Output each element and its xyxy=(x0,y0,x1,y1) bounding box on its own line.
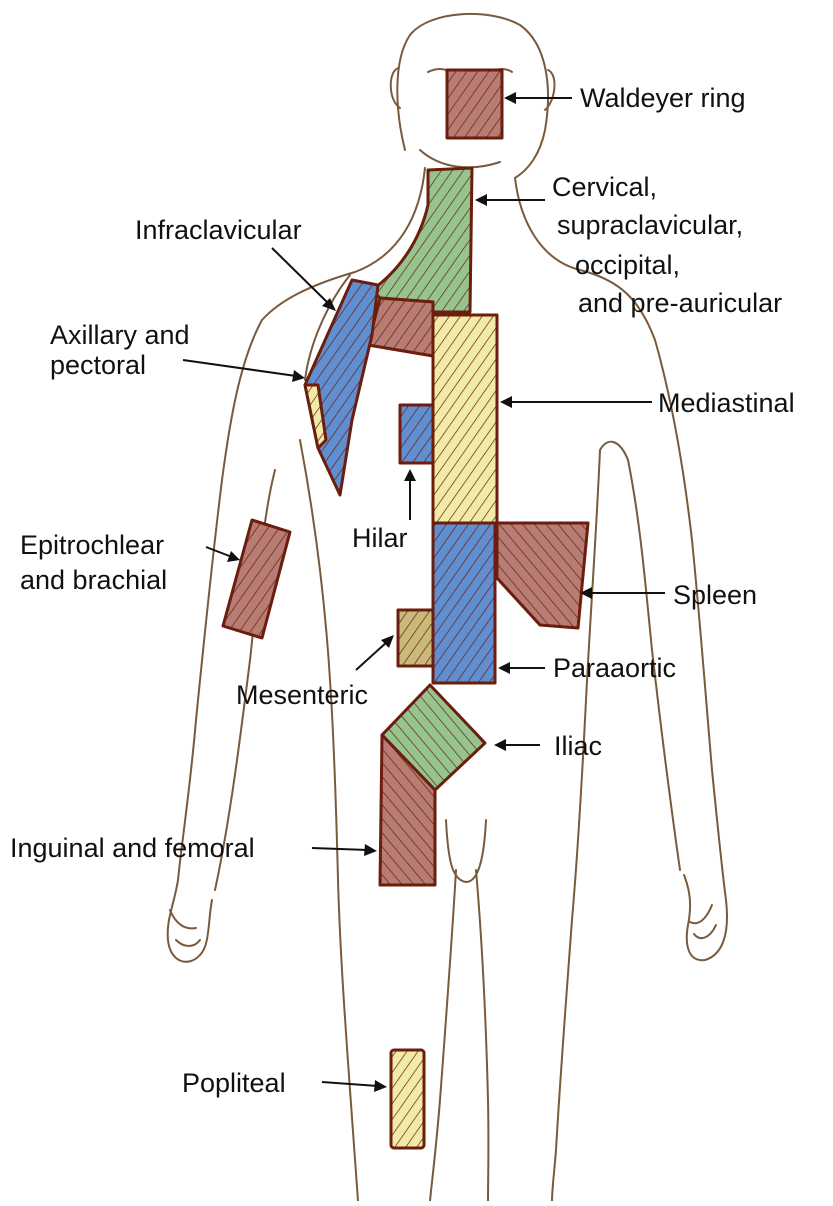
spleen-hatch xyxy=(497,523,588,628)
label-hilar: Hilar xyxy=(352,523,408,554)
label-pectoral: pectoral xyxy=(50,350,146,381)
arrowhead-hilar xyxy=(404,469,416,481)
arrow-inguinal xyxy=(312,848,368,850)
arrow-mesenteric xyxy=(356,641,388,670)
label-popliteal: Popliteal xyxy=(182,1068,286,1099)
mediastinal-hatch xyxy=(433,315,497,523)
arrowhead-mediastinal xyxy=(500,396,512,408)
label-paraaortic: Paraaortic xyxy=(553,653,676,684)
arrowhead-cervical xyxy=(475,194,487,206)
label-pre-auricular: and pre-auricular xyxy=(578,288,782,319)
label-epitrochlear: Epitrochlear xyxy=(20,530,164,561)
crotch xyxy=(446,820,486,882)
label-iliac: Iliac xyxy=(554,731,602,762)
hilar-hatch xyxy=(400,405,433,463)
waldeyer-hatch xyxy=(447,70,502,138)
arrowhead-axillary xyxy=(292,370,305,382)
label-waldeyer-ring: Waldeyer ring xyxy=(580,83,746,114)
hand-fingers xyxy=(170,910,200,946)
arrow-epitrochlear xyxy=(206,547,232,557)
right-hand-fingers xyxy=(690,905,716,938)
label-infraclavicular: Infraclavicular xyxy=(135,215,302,246)
arrow-axillary xyxy=(183,360,296,376)
left-leg-inner xyxy=(430,870,456,1201)
label-spleen: Spleen xyxy=(673,580,757,611)
label-inguinal-femoral: Inguinal and femoral xyxy=(10,833,255,864)
mesenteric-hatch xyxy=(398,610,433,666)
label-occipital: occipital, xyxy=(575,250,680,281)
label-mediastinal: Mediastinal xyxy=(658,388,795,419)
arrowhead-waldeyer xyxy=(504,92,516,104)
epitrochlear-hatch xyxy=(223,520,290,638)
arrow-infraclavicular xyxy=(272,248,330,305)
label-axillary: Axillary and xyxy=(50,320,190,351)
arrowhead-popliteal xyxy=(374,1080,387,1092)
right-leg-inner xyxy=(476,870,488,1201)
arrowhead-iliac xyxy=(494,739,506,751)
paraaortic-hatch xyxy=(433,523,495,683)
left-waist xyxy=(300,440,358,1201)
arrowhead-inguinal xyxy=(364,844,377,856)
label-supraclavicular: supraclavicular, xyxy=(557,210,743,241)
arrowhead-paraaortic xyxy=(498,662,510,674)
label-brachial: and brachial xyxy=(20,565,167,596)
chin xyxy=(420,150,500,167)
label-cervical: Cervical, xyxy=(552,172,657,203)
label-mesenteric: Mesenteric xyxy=(236,680,368,711)
popliteal-hatch xyxy=(391,1050,424,1148)
